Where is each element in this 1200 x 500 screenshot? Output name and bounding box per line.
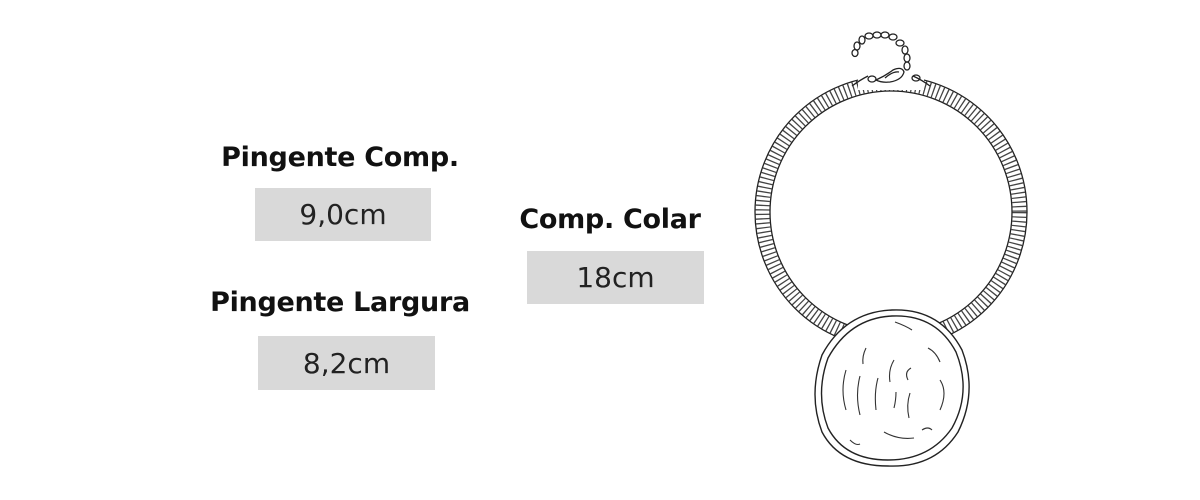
necklace-length-label: Comp. Colar <box>519 204 701 235</box>
pendant-width-label: Pingente Largura <box>210 287 470 318</box>
pendant-width-value: 8,2cm <box>258 336 435 390</box>
pendant-icon <box>814 309 970 467</box>
necklace-length-value: 18cm <box>527 251 704 304</box>
pendant-length-value: 9,0cm <box>255 188 431 241</box>
pendant-length-label: Pingente Comp. <box>221 142 459 173</box>
